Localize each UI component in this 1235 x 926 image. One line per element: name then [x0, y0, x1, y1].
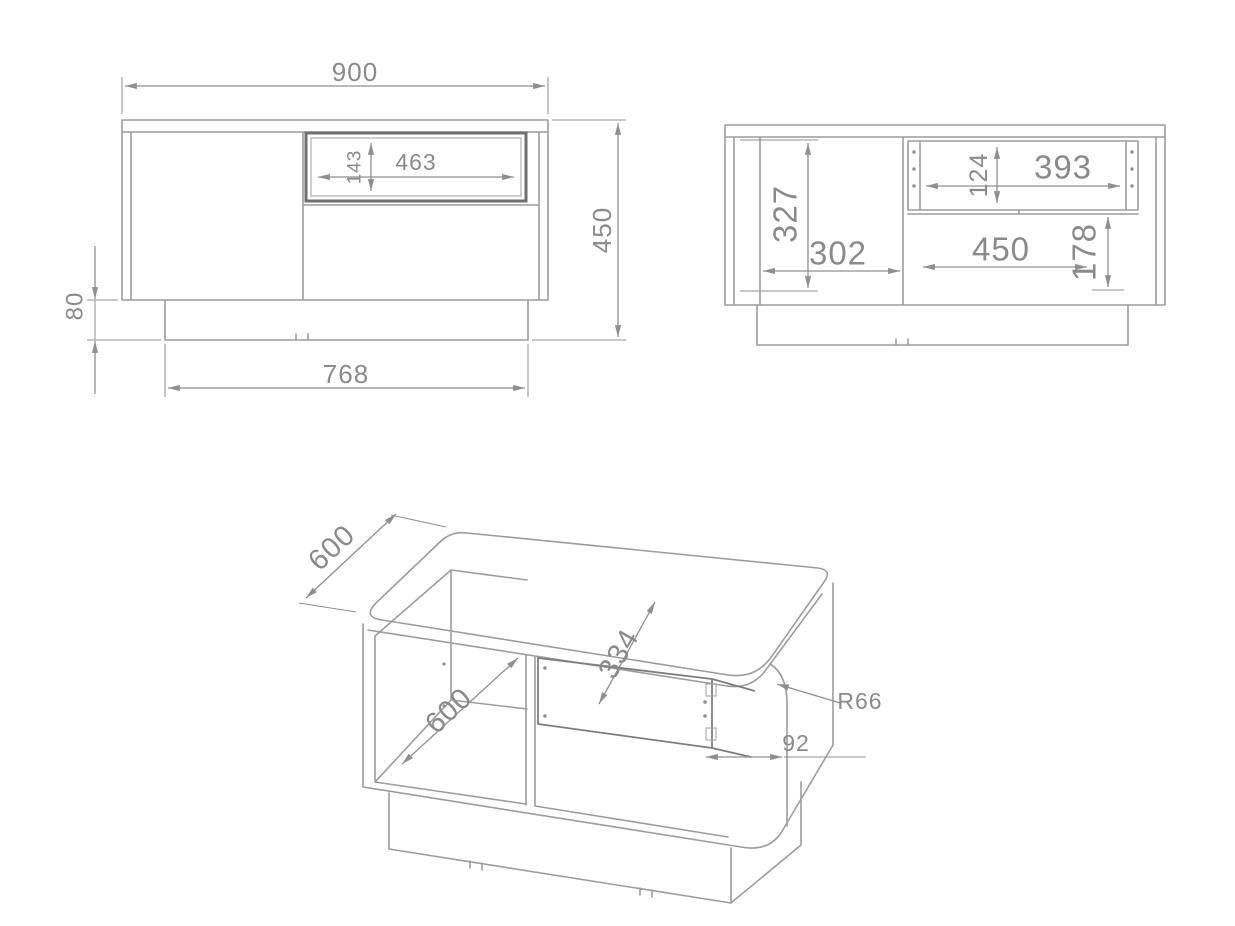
screw-dot	[543, 714, 547, 718]
dim-line	[401, 657, 519, 765]
dim-label-niche-width: 463	[395, 149, 436, 175]
dim-label-plinth-width: 768	[323, 359, 369, 389]
dim-label-lower-width: 450	[972, 231, 1030, 268]
dim-iso-corner-radius: R66	[776, 683, 882, 714]
dim-label-overall-height: 450	[587, 207, 617, 253]
dim-front-plinth-width: 768	[164, 344, 529, 397]
dim-label-depth: 600	[302, 519, 361, 577]
dim-ext-lines	[164, 344, 529, 397]
hinge-plate	[705, 683, 717, 697]
screw-dot	[703, 714, 707, 718]
dim-label-plinth-inset: 92	[782, 730, 810, 756]
dim-side-interior-height: 327	[740, 139, 818, 292]
isometric-view: 600 600 334 92 R66	[298, 513, 882, 904]
front-plinth	[164, 299, 529, 341]
dim-ext-lines	[532, 119, 626, 341]
side-drawer-box	[907, 140, 1139, 215]
hinge-plate	[705, 727, 717, 741]
dim-label-open-depth: 302	[809, 235, 867, 272]
dim-label-corner-radius: R66	[837, 688, 882, 714]
dim-ext-lines	[740, 139, 818, 292]
side-view: 327 302 450 178 393 124	[724, 124, 1166, 346]
front-view: 900 450 80 768 463 143	[62, 57, 626, 397]
dim-iso-interior-depth: 600	[401, 657, 519, 765]
dim-front-overall-width: 900	[121, 57, 549, 114]
dim-side-drawer-width: 393	[926, 149, 1120, 190]
dim-line	[305, 513, 397, 599]
side-cabinet-outline	[724, 124, 1166, 306]
side-plinth	[756, 304, 1129, 346]
screw-dot	[703, 700, 707, 704]
dim-iso-interior-height: 334	[592, 601, 656, 705]
dim-label-niche-height: 143	[345, 150, 366, 185]
dim-side-open-depth: 302	[763, 235, 900, 275]
dim-label-interior-height: 327	[767, 185, 804, 243]
dim-ext-lines	[87, 299, 161, 341]
front-drawer-front-inner	[310, 137, 522, 197]
dim-label-overall-width: 900	[332, 57, 378, 87]
dim-front-niche-height: 143	[345, 143, 375, 191]
dim-iso-depth: 600	[298, 513, 447, 613]
runner-rivet	[912, 167, 916, 171]
runner-rivet	[912, 184, 916, 188]
dim-side-lower-height: 178	[1066, 217, 1124, 291]
runner-rivet	[912, 150, 916, 154]
iso-plinth	[388, 781, 802, 904]
dowel-dot	[442, 662, 446, 666]
dim-label-plinth-height: 80	[62, 292, 89, 321]
dim-label-lower-height: 178	[1066, 223, 1103, 281]
runner-rivet	[1130, 150, 1134, 154]
iso-center-divider	[525, 654, 729, 838]
dim-label-drawer-width: 393	[1034, 149, 1092, 186]
dim-label-drawer-height: 124	[965, 153, 993, 198]
iso-top-surface	[369, 531, 829, 677]
front-drawer-front	[304, 131, 528, 203]
iso-top-thickness-edge	[367, 593, 823, 688]
dim-side-drawer-height: 124	[965, 147, 1001, 203]
dim-side-lower-width: 450	[923, 231, 1087, 271]
dim-iso-plinth-inset: 92	[706, 730, 866, 761]
iso-body-edges	[362, 582, 834, 849]
runner-rivet	[1130, 184, 1134, 188]
dim-front-overall-height: 450	[532, 119, 626, 341]
runner-rivet	[1130, 167, 1134, 171]
screw-dot	[543, 666, 547, 670]
dim-line	[598, 601, 656, 705]
front-cabinet-outline	[121, 119, 549, 301]
dim-ext-lines	[121, 77, 549, 114]
dim-front-niche-width: 463	[318, 149, 514, 181]
radius-leader-line	[776, 683, 841, 704]
dim-label-interior-depth: 600	[419, 682, 478, 740]
dim-ext-lines	[298, 514, 447, 613]
dim-front-plinth-height: 80	[62, 246, 161, 394]
